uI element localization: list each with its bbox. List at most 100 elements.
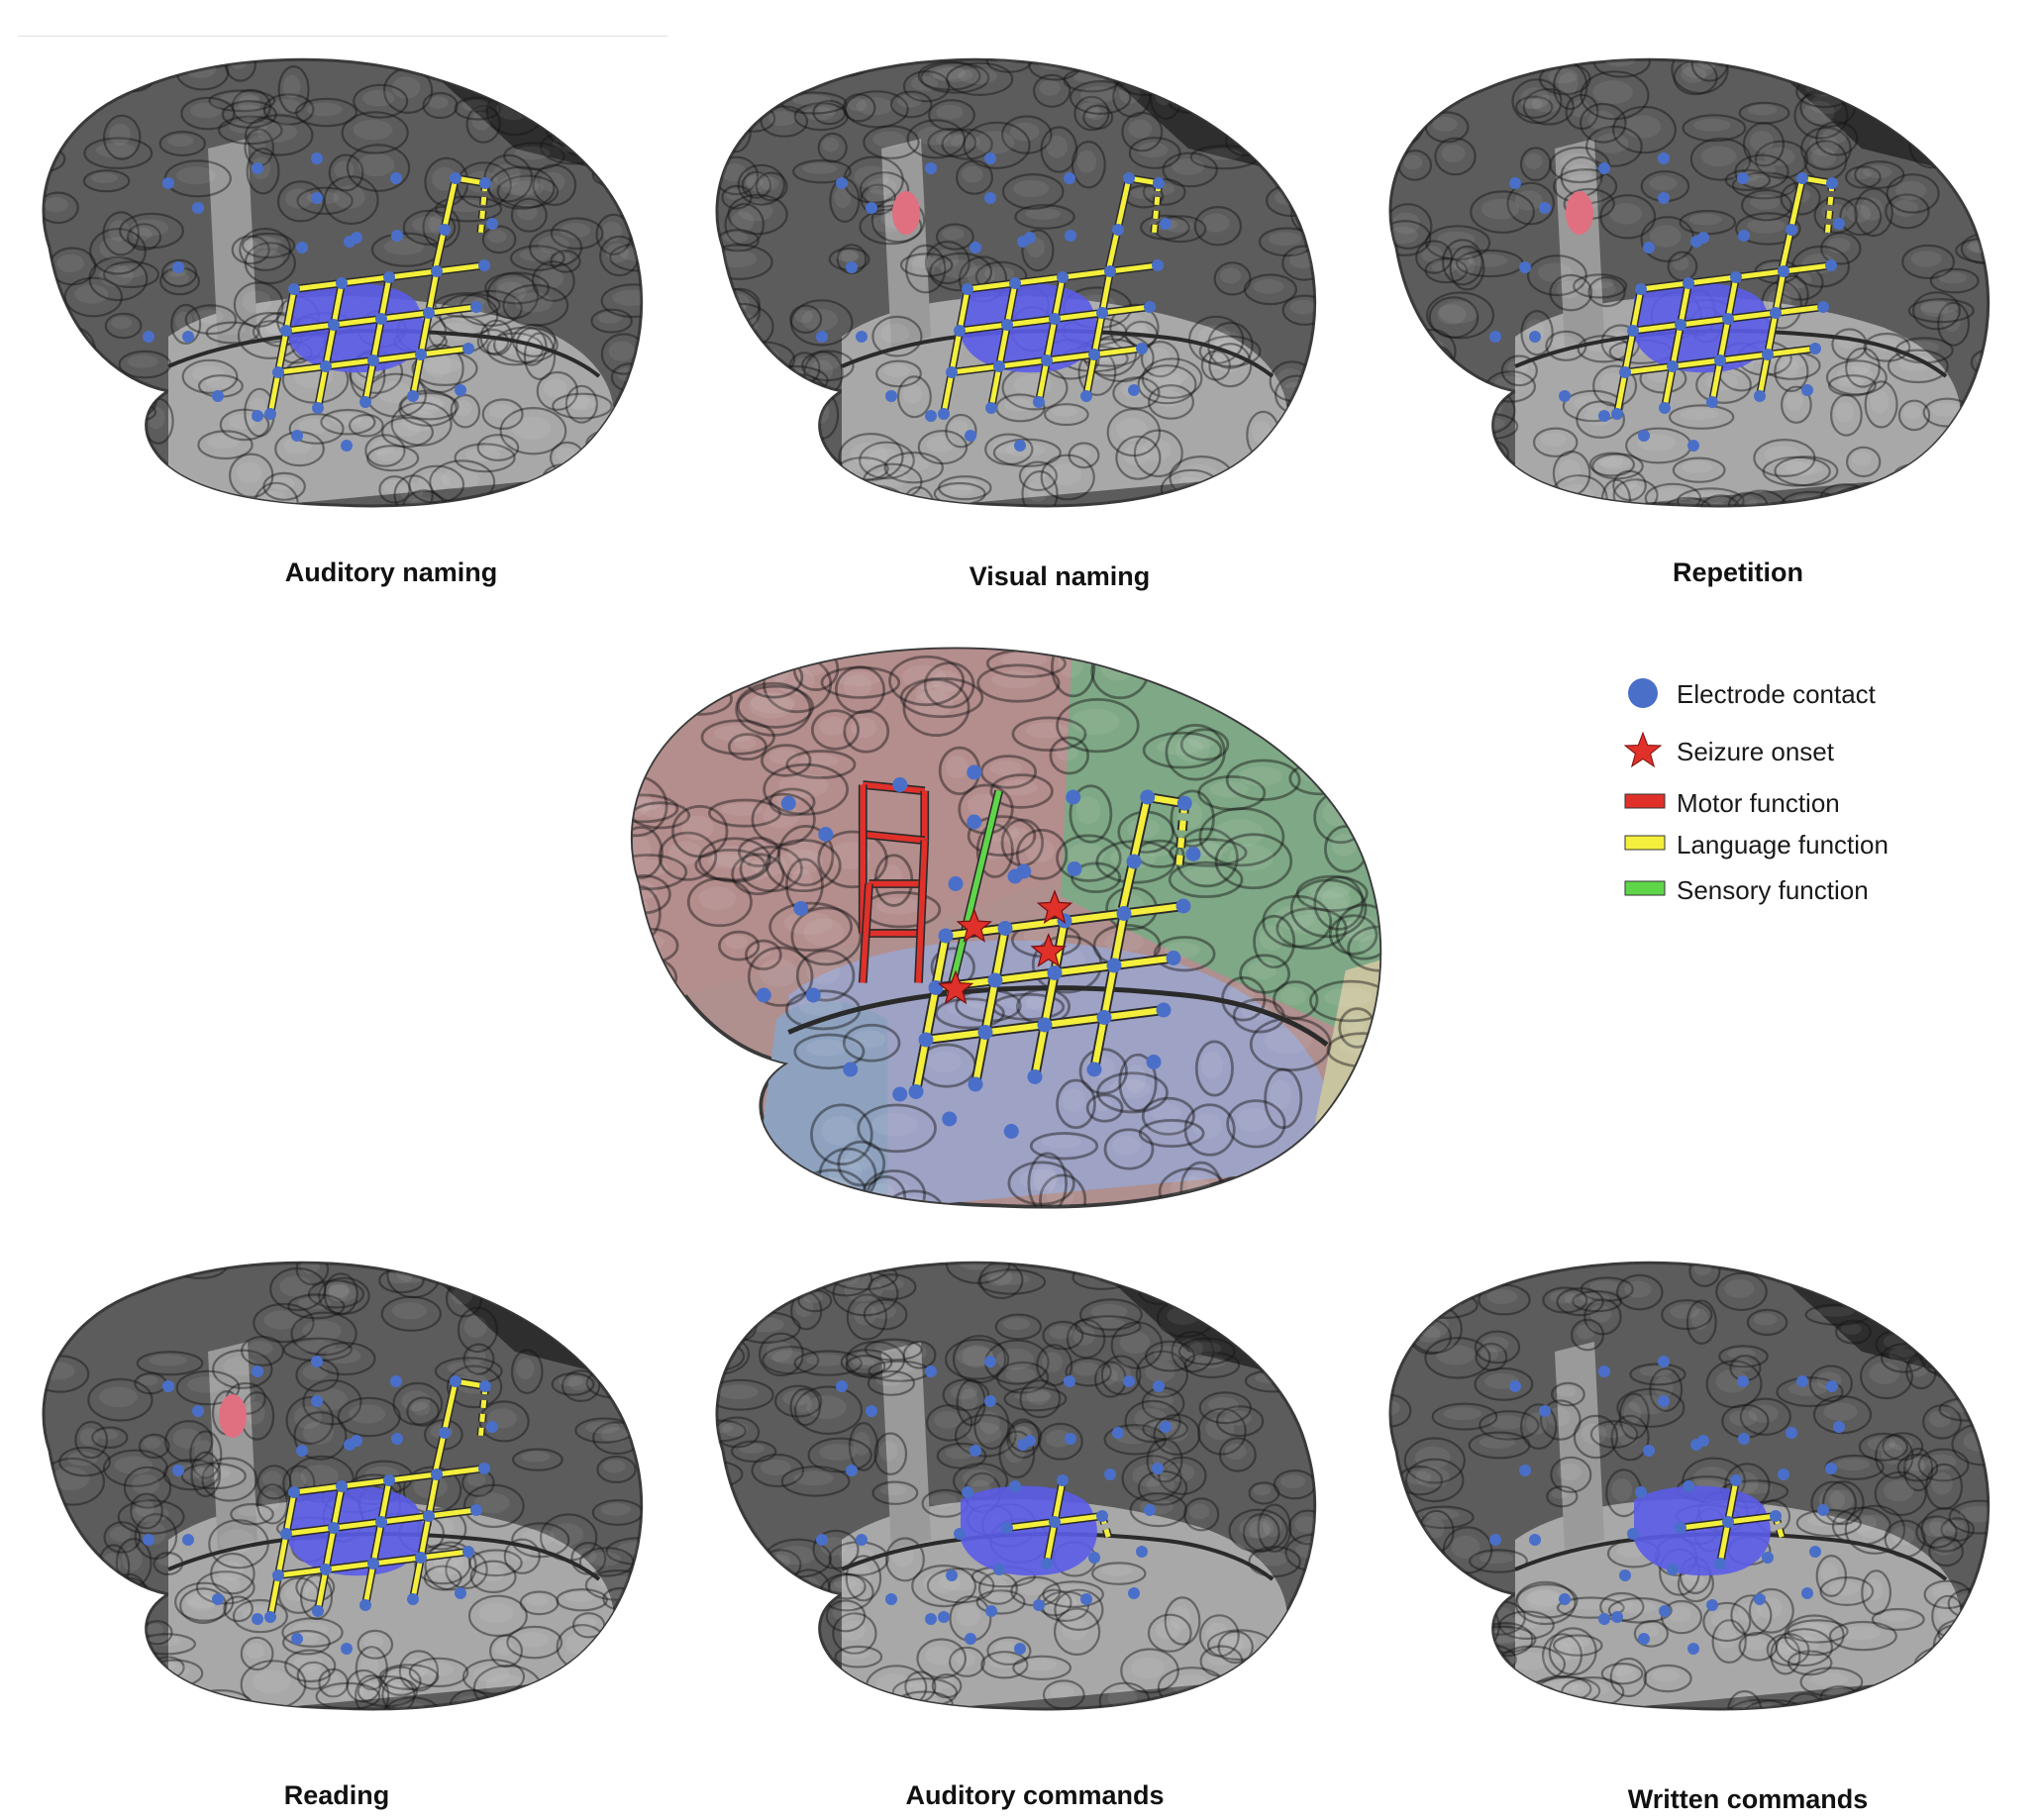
- electrode-contact: [1796, 1375, 1808, 1387]
- gyrus-highlight: [238, 95, 261, 112]
- gyrus-highlight: [915, 684, 964, 704]
- gyrus-fold: [1599, 194, 1657, 240]
- gyrus-highlight: [1520, 87, 1550, 110]
- gyrus-highlight: [1540, 432, 1567, 447]
- gyrus-highlight: [79, 1428, 99, 1447]
- gyrus-fold: [717, 1289, 743, 1321]
- gyrus-highlight: [211, 1466, 245, 1487]
- gyrus-highlight: [1209, 780, 1250, 798]
- gyrus-highlight: [903, 1682, 943, 1697]
- gyrus-highlight: [116, 1581, 139, 1604]
- gyrus-highlight: [992, 439, 1021, 455]
- gyrus-highlight: [194, 1440, 214, 1464]
- language-edge: [380, 310, 430, 322]
- gyrus-fold: [364, 434, 406, 467]
- electrode-contact: [1509, 177, 1521, 189]
- gyrus-highlight: [262, 1470, 282, 1488]
- electrode-contact: [1627, 325, 1639, 337]
- gyrus-highlight: [1039, 79, 1061, 96]
- gyrus-fold: [737, 163, 786, 206]
- gyrus-highlight: [1700, 146, 1737, 167]
- gyrus-highlight: [608, 1316, 637, 1330]
- gyrus-fold: [731, 853, 785, 896]
- gyrus-fold: [1217, 1630, 1254, 1665]
- electrode-contact: [892, 777, 908, 792]
- gyrus-highlight: [746, 393, 777, 418]
- gyrus-highlight: [441, 468, 480, 490]
- gyrus-highlight: [1079, 102, 1100, 119]
- gyrus-fold: [934, 997, 1005, 1030]
- gyrus-fold: [1854, 160, 1905, 189]
- gyrus-highlight: [1263, 1513, 1282, 1538]
- gyrus-fold: [752, 1183, 812, 1207]
- electrode-contact: [1027, 1069, 1043, 1084]
- gyrus-highlight: [1561, 1637, 1590, 1648]
- gyrus-highlight: [293, 1655, 324, 1671]
- electrode-contact: [1096, 1510, 1108, 1522]
- gyrus-fold: [1446, 400, 1480, 431]
- gyrus-highlight: [736, 1587, 763, 1600]
- gyrus-fold: [726, 1310, 758, 1342]
- gyrus-highlight: [950, 1384, 977, 1400]
- gyrus-fold: [1478, 1283, 1531, 1316]
- gyrus-fold: [717, 1540, 760, 1580]
- gyrus-highlight: [253, 250, 283, 270]
- gyrus-fold: [902, 1340, 937, 1369]
- gyrus-fold: [1550, 1456, 1592, 1493]
- gyrus-highlight: [1794, 1622, 1830, 1643]
- gyrus-fold: [1243, 273, 1298, 306]
- gyrus-fold: [51, 1644, 101, 1680]
- gyrus-fold: [761, 744, 812, 777]
- electrode-contact: [1770, 1510, 1782, 1522]
- gyrus-highlight: [783, 911, 833, 935]
- gyrus-highlight: [868, 177, 897, 195]
- gyrus-highlight: [942, 227, 965, 241]
- gyrus-fold: [976, 1268, 1047, 1295]
- gyrus-highlight: [132, 1474, 159, 1495]
- gyrus-highlight: [791, 868, 813, 895]
- electrode-contact: [1697, 232, 1709, 244]
- electrode-contact: [967, 814, 982, 830]
- gyrus-fold: [1727, 1689, 1763, 1709]
- language-edge: [1123, 902, 1184, 917]
- electrode-contact: [1658, 1395, 1670, 1407]
- gyrus-highlight: [1390, 489, 1406, 504]
- gyrus-highlight: [1180, 495, 1209, 506]
- language-edge: [380, 1513, 430, 1525]
- gyrus-highlight: [1889, 1437, 1913, 1451]
- gyrus-fold: [398, 389, 458, 427]
- electrode-contact: [1067, 861, 1082, 876]
- gyrus-highlight: [367, 1680, 403, 1696]
- gyrus-fold: [1204, 70, 1249, 98]
- gyrus-highlight: [1976, 353, 1989, 366]
- gyrus-highlight: [1131, 187, 1154, 199]
- gyrus-fold: [721, 184, 753, 210]
- electrode-contacts: [816, 152, 1172, 452]
- electrode-contact: [1024, 232, 1036, 244]
- electrode-contact: [1638, 430, 1650, 442]
- gyrus-highlight: [215, 324, 247, 336]
- gyrus-highlight: [386, 1683, 406, 1701]
- gyrus-highlight: [1042, 1593, 1063, 1606]
- gyrus-highlight: [62, 65, 84, 80]
- gyrus-fold: [1912, 1646, 1968, 1688]
- gyrus-highlight: [400, 482, 424, 502]
- gyrus-fold: [1428, 296, 1480, 339]
- gyrus-highlight: [962, 1468, 995, 1487]
- gyrus-highlight: [947, 478, 978, 491]
- gyrus-highlight: [383, 479, 402, 493]
- gyrus-fold: [1548, 1627, 1597, 1676]
- gyrus-fold: [1556, 1286, 1604, 1317]
- electrode-contact: [1559, 1593, 1571, 1605]
- gyrus-highlight: [1281, 382, 1308, 402]
- gyrus-highlight: [717, 1346, 732, 1361]
- gyrus-highlight: [947, 1002, 988, 1017]
- gyrus-fold: [489, 1634, 524, 1668]
- gyrus-fold: [1607, 1596, 1673, 1624]
- gyrus-highlight: [562, 396, 598, 410]
- gyrus-highlight: [44, 381, 49, 395]
- gyrus-highlight: [1327, 1119, 1357, 1141]
- gyrus-highlight: [555, 447, 575, 462]
- gyrus-fold: [1074, 1315, 1142, 1338]
- gyrus-fold: [789, 299, 854, 347]
